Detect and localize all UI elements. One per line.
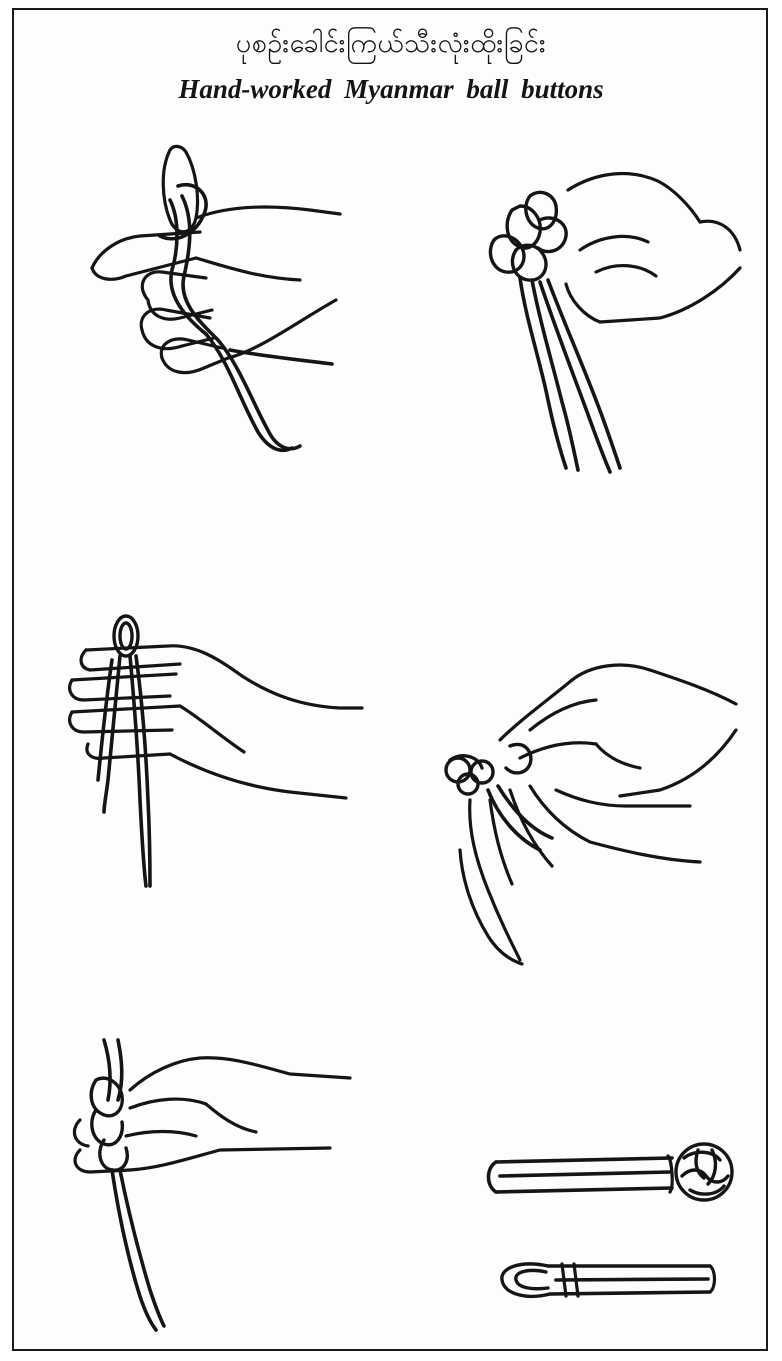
step-3-illustration [70,616,362,886]
step-2-illustration [490,174,740,472]
finished-ball-button-illustration [489,1144,733,1200]
step-1-illustration [92,146,340,450]
step-4-illustration [446,665,736,964]
finished-loop-illustration [502,1264,715,1296]
step-5-illustration [74,1040,350,1330]
